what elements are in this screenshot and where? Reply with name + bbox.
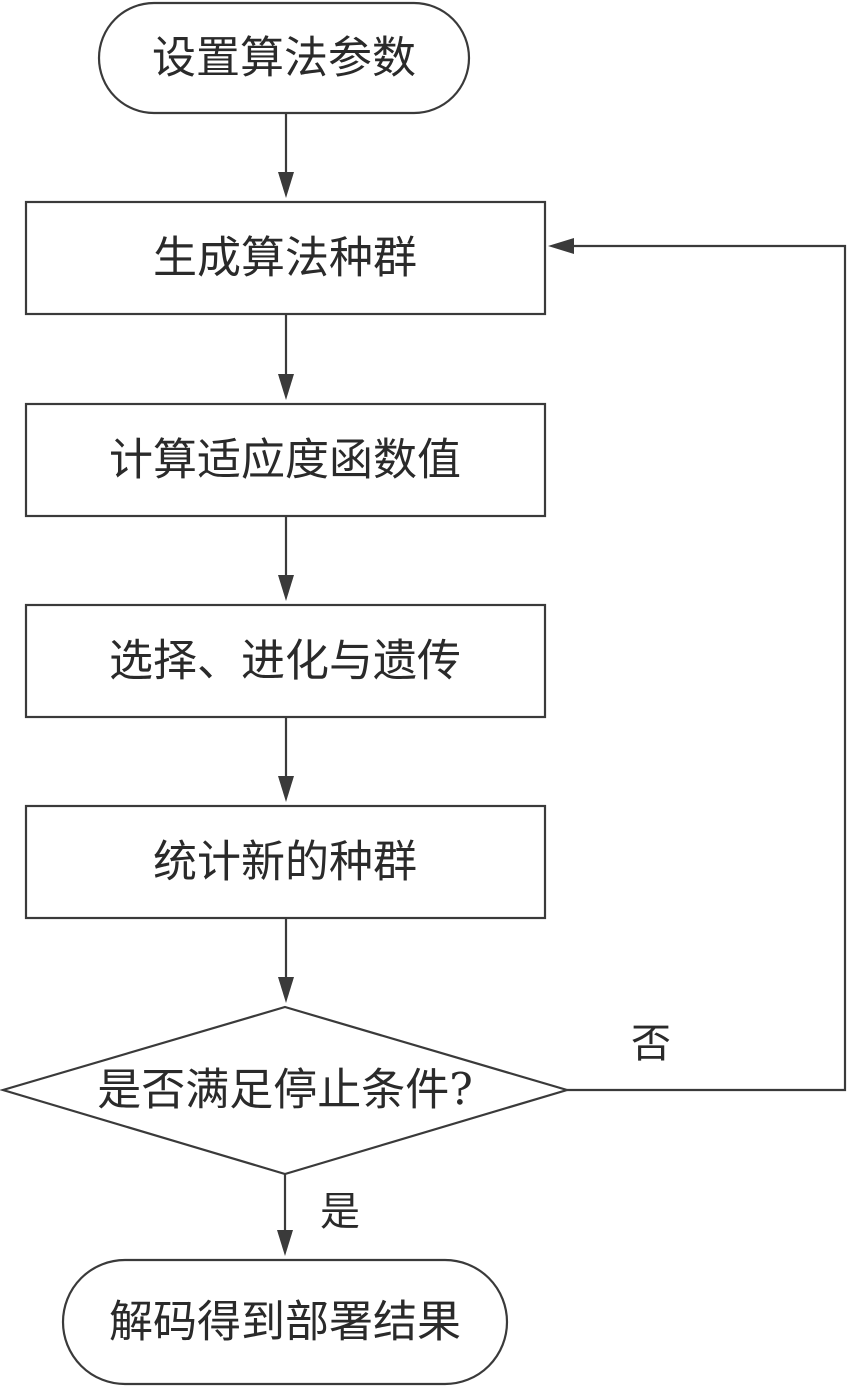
selection-evolution-node: 选择、进化与遗传 — [24, 603, 547, 719]
arrowhead — [278, 977, 294, 1003]
population-stats-node: 统计新的种群 — [24, 804, 547, 920]
edge-decision-yes: 是 — [277, 1174, 360, 1256]
generate-population-node: 生成算法种群 — [24, 200, 547, 316]
end-node: 解码得到部署结果 — [61, 1258, 509, 1386]
stop-condition-decision-node: 是否满足停止条件? — [0, 1005, 571, 1176]
arrowhead — [278, 374, 294, 400]
edge-generate-to-fitness — [278, 314, 294, 400]
generate-population-label: 生成算法种群 — [153, 233, 417, 284]
arrowhead — [277, 1230, 293, 1256]
edge-start-to-generate — [278, 113, 294, 198]
selection-evolution-label: 选择、进化与遗传 — [109, 636, 461, 687]
edge-select-to-stats — [278, 717, 294, 802]
population-stats-shape — [24, 804, 547, 920]
start-node-label: 设置算法参数 — [152, 33, 416, 84]
generate-population-shape — [24, 200, 547, 316]
edge-decision-no-loop: 否 — [548, 238, 847, 1092]
start-node: 设置算法参数 — [97, 1, 471, 115]
arrowhead — [278, 575, 294, 601]
arrowhead — [278, 172, 294, 198]
start-node-shape — [97, 1, 471, 115]
compute-fitness-label: 计算适应度函数值 — [109, 435, 461, 486]
no-branch-label: 否 — [631, 1021, 671, 1067]
yes-branch-label: 是 — [320, 1189, 360, 1235]
arrowhead — [548, 238, 574, 254]
edge-stats-to-decision — [278, 918, 294, 1003]
stop-condition-decision-label: 是否满足停止条件? — [97, 1065, 473, 1116]
edge-fitness-to-select — [278, 516, 294, 601]
selection-evolution-shape — [24, 603, 547, 719]
end-node-label: 解码得到部署结果 — [109, 1297, 461, 1348]
arrowhead — [278, 776, 294, 802]
population-stats-label: 统计新的种群 — [153, 837, 417, 888]
end-node-shape — [61, 1258, 509, 1386]
compute-fitness-node: 计算适应度函数值 — [24, 402, 547, 518]
